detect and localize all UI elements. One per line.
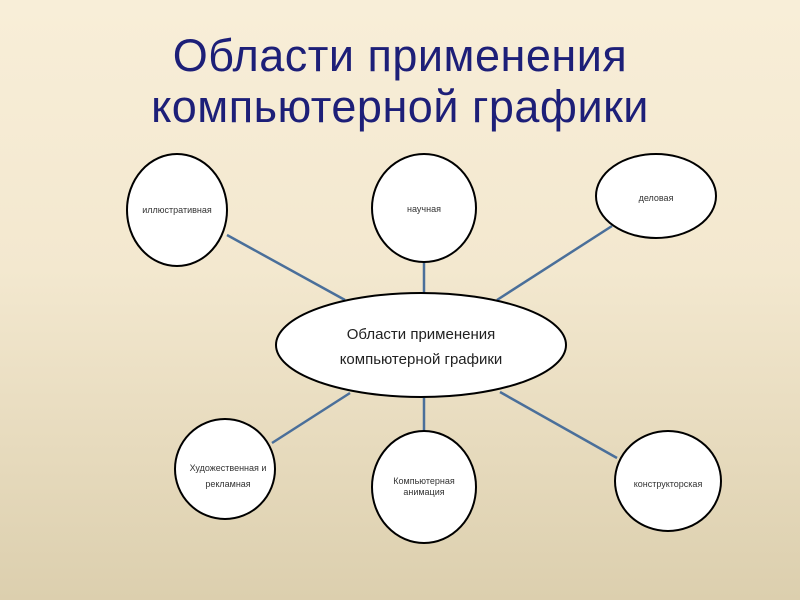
node-engineering-label: конструкторская xyxy=(633,479,703,489)
center-node-label: Области применения компьютерной графики xyxy=(291,322,551,372)
slide-title-line2: компьютерной графики xyxy=(151,81,649,132)
center-node xyxy=(275,292,567,398)
node-scientific xyxy=(371,153,477,263)
connector-artistic xyxy=(271,391,351,445)
node-illustrative xyxy=(126,153,228,267)
node-business xyxy=(595,153,717,239)
node-engineering xyxy=(614,430,722,532)
node-business-label: деловая xyxy=(638,193,674,203)
slide-title: Области применения компьютерной графики xyxy=(0,30,800,132)
connector-engineering xyxy=(499,390,618,460)
connector-illustrative xyxy=(226,233,346,302)
center-node-line2: компьютерной графики xyxy=(339,351,503,368)
connector-business xyxy=(496,224,613,302)
slide-title-line1: Области применения xyxy=(172,30,628,81)
center-node-line1: Области применения xyxy=(346,326,496,343)
node-animation xyxy=(371,430,477,544)
node-artistic xyxy=(174,418,276,520)
node-animation-label: Компьютерная анимация xyxy=(393,476,455,497)
node-illustrative-label: иллюстративная xyxy=(142,205,212,215)
node-scientific-label: научная xyxy=(407,204,441,214)
node-artistic-label: Художественная и рекламная xyxy=(189,463,267,489)
